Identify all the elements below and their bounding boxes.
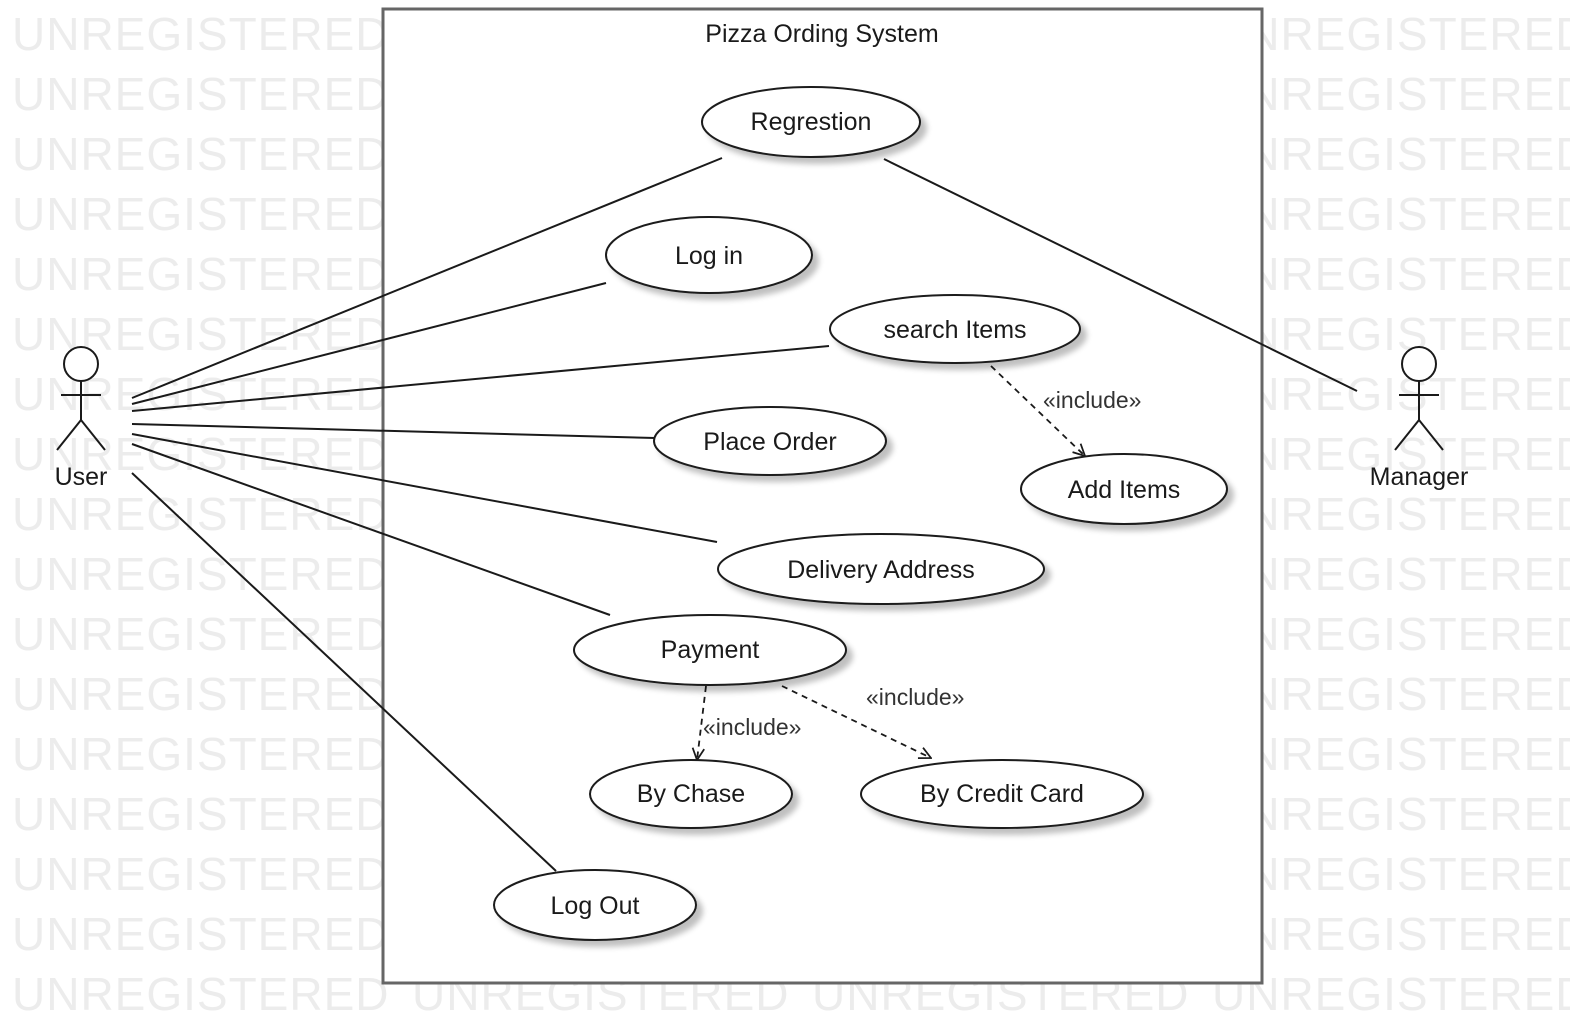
watermark-text: UNREGISTERED — [12, 968, 389, 1011]
include-payment-chase — [697, 685, 707, 760]
watermark-text: UNREGISTERED — [12, 548, 389, 600]
watermark-text: UNREGISTERED — [1212, 728, 1570, 780]
use-case-label: Delivery Address — [787, 556, 975, 584]
actor-user[interactable]: User — [55, 346, 108, 491]
stick-figure-icon — [1394, 346, 1444, 451]
use-case-by-chase[interactable]: By Chase — [589, 759, 793, 829]
use-case-label: Log in — [675, 242, 743, 270]
assoc-user-logout — [131, 472, 557, 872]
watermark-text: UNREGISTERED — [12, 128, 389, 180]
watermark-text: UNREGISTERED — [12, 788, 389, 840]
watermark-text: UNREGISTERED — [12, 68, 389, 120]
assoc-user-registration — [131, 157, 723, 399]
associations — [131, 157, 1358, 872]
assoc-user-payment — [131, 443, 611, 616]
assoc-manager-registration — [883, 158, 1358, 392]
watermark-text: UNREGISTERED — [1212, 308, 1570, 360]
watermark-text: UNREGISTERED — [1212, 908, 1570, 960]
include-label-credit: «include» — [866, 684, 964, 710]
use-cases: Regrestion Log in search Items Add Items… — [493, 86, 1228, 941]
use-case-label: By Chase — [637, 780, 745, 808]
watermark-text: UNREGISTERED — [1212, 428, 1570, 480]
actor-manager[interactable]: Manager — [1370, 346, 1469, 491]
use-case-payment[interactable]: Payment — [573, 614, 847, 686]
watermark-text: UNREGISTERED — [12, 428, 389, 480]
watermark-text: UNREGISTERED — [1212, 788, 1570, 840]
watermark-text: UNREGISTERED — [1212, 248, 1570, 300]
include-label-search: «include» — [1043, 387, 1141, 413]
watermark-text: UNREGISTERED — [12, 848, 389, 900]
watermark-text: UNREGISTERED — [1212, 608, 1570, 660]
use-case-by-credit-card[interactable]: By Credit Card — [860, 759, 1144, 829]
watermark-text: UNREGISTERED — [1212, 668, 1570, 720]
include-dependencies — [697, 365, 1085, 760]
assoc-user-place-order — [131, 423, 656, 439]
use-case-delivery-address[interactable]: Delivery Address — [717, 533, 1045, 605]
use-case-label: Regrestion — [751, 108, 872, 136]
assoc-user-delivery — [131, 433, 718, 543]
use-case-label: Add Items — [1068, 476, 1181, 504]
watermark-text: UNREGISTERED — [1212, 188, 1570, 240]
assoc-user-login — [131, 282, 607, 405]
use-case-label: Payment — [661, 636, 760, 664]
watermark-text: UNREGISTERED — [1212, 848, 1570, 900]
watermark-text: UNREGISTERED — [12, 908, 389, 960]
watermark-text: UNREGISTERED — [1212, 68, 1570, 120]
use-case-label: By Credit Card — [920, 780, 1084, 808]
watermark-text: UNREGISTERED — [12, 608, 389, 660]
use-case-label: search Items — [883, 316, 1026, 344]
use-case-log-out[interactable]: Log Out — [493, 869, 697, 941]
use-case-place-order[interactable]: Place Order — [653, 406, 887, 476]
use-case-label: Log Out — [551, 892, 640, 920]
watermark-text: UNREGISTERED — [12, 488, 389, 540]
system-title: Pizza Ording System — [705, 20, 938, 48]
stick-figure-icon — [56, 346, 106, 451]
watermark-text: UNREGISTERED — [1212, 968, 1570, 1011]
use-case-registration[interactable]: Regrestion — [701, 86, 921, 158]
use-case-search-items[interactable]: search Items — [829, 294, 1081, 364]
include-payment-credit — [781, 685, 931, 758]
watermark-text: UNREGISTERED — [12, 668, 389, 720]
watermark-text: UNREGISTERED — [1212, 128, 1570, 180]
assoc-user-search — [131, 345, 830, 412]
use-case-add-items[interactable]: Add Items — [1020, 453, 1228, 525]
watermark-text: UNREGISTERED — [1212, 368, 1570, 420]
actor-label: Manager — [1370, 463, 1469, 491]
actor-label: User — [55, 463, 108, 491]
use-case-login[interactable]: Log in — [605, 216, 813, 294]
watermark-text: UNREGISTERED — [1212, 488, 1570, 540]
include-label-chase: «include» — [703, 714, 801, 740]
watermark-text: UNREGISTERED — [12, 728, 389, 780]
use-case-label: Place Order — [703, 428, 836, 456]
watermark-text: UNREGISTERED — [12, 188, 389, 240]
watermark-text: UNREGISTERED — [1212, 548, 1570, 600]
watermark-text: UNREGISTERED — [1212, 8, 1570, 60]
watermark-text: UNREGISTERED — [12, 8, 389, 60]
watermark-text: UNREGISTERED — [12, 248, 389, 300]
